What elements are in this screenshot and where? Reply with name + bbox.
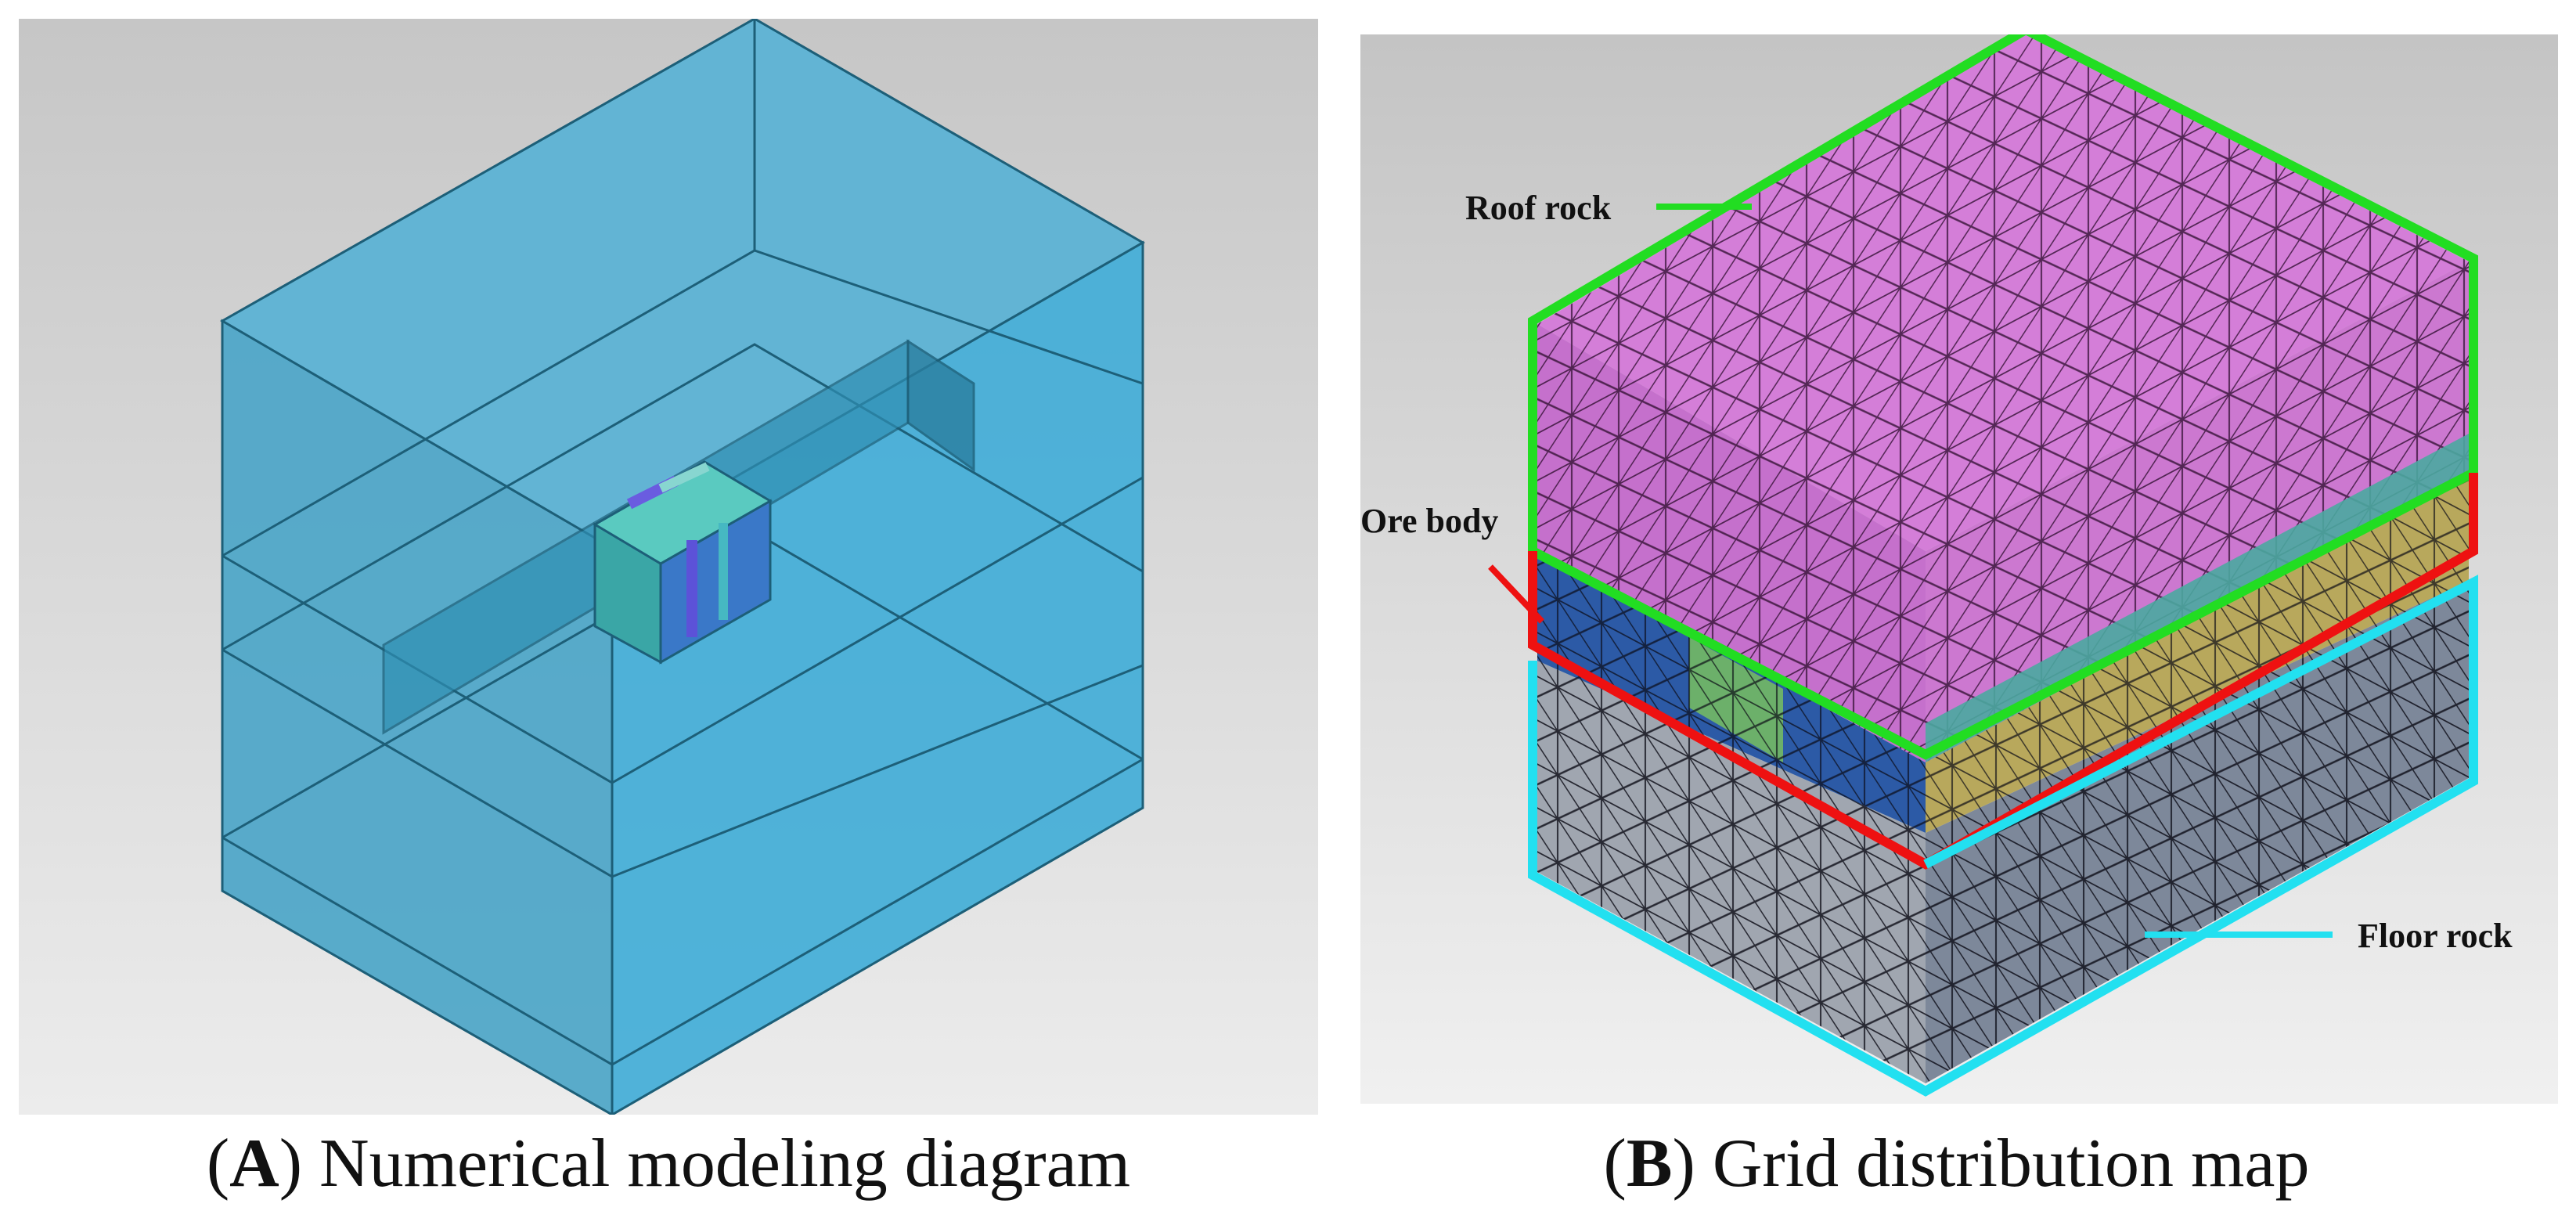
caption-text: ) Numerical modeling diagram: [279, 1126, 1131, 1202]
ore-mesh-overlay: [1537, 473, 2469, 833]
ore-body-leader: [1488, 564, 1544, 624]
model-box-left-face: [221, 319, 614, 1115]
floor-rock-label: Floor rock: [2358, 917, 2513, 955]
model-box-right-face: [611, 240, 1144, 1115]
layer-line: [222, 758, 1144, 1066]
caption-letter: B: [1626, 1126, 1673, 1202]
caption-letter: A: [229, 1126, 279, 1202]
numerical-model-panel: [19, 19, 1318, 1115]
roof-rock-label: Roof rock: [1465, 189, 1612, 227]
layer-line: [222, 476, 1144, 784]
ore-stripe: [658, 462, 710, 493]
layer-line: [222, 648, 1144, 878]
roof-rock-outline: [1528, 34, 2478, 760]
panel-a-caption: (A) Numerical modeling diagram: [0, 1113, 1337, 1215]
layer-line: [222, 343, 1144, 651]
caption-paren: (: [206, 1126, 230, 1202]
model-3d-view: [219, 19, 1146, 1115]
caption-text: ) Grid distribution map: [1672, 1126, 2310, 1202]
panel-b-caption: (B) Grid distribution map: [1337, 1113, 2576, 1215]
grid-3d-view: Roof rock Ore body Floor rock: [1360, 34, 2513, 1097]
ore-body-label: Ore body: [1360, 502, 1498, 540]
grid-map-panel: Roof rock Ore body Floor rock: [1360, 34, 2558, 1104]
tunnel-wall: [906, 339, 975, 472]
caption-paren: (: [1603, 1126, 1627, 1202]
